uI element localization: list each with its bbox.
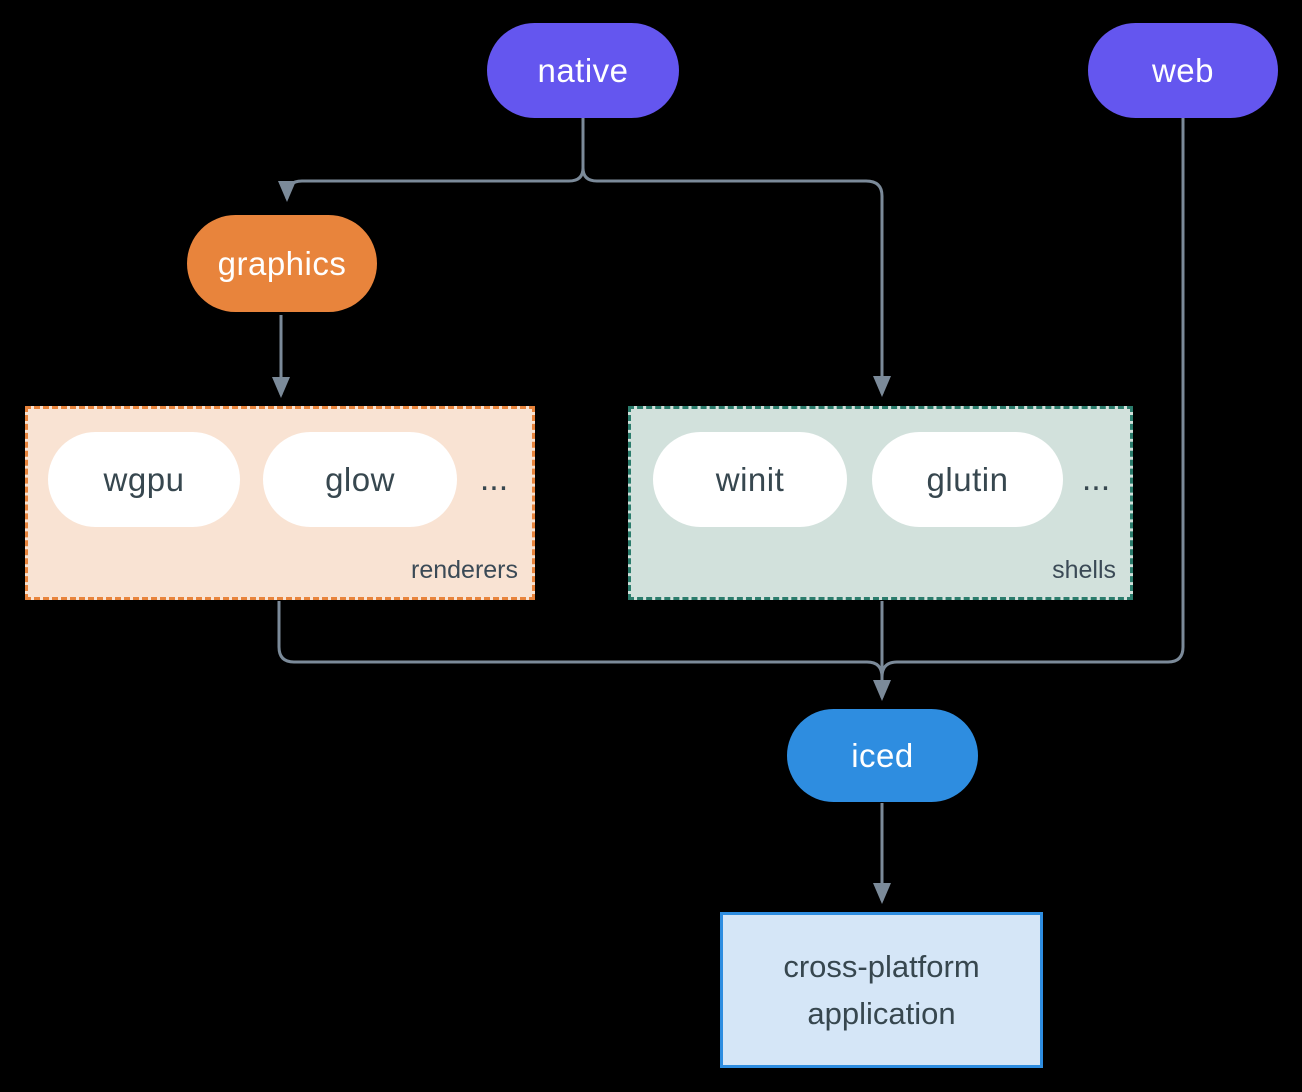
edge-native-to-shells: [581, 118, 891, 397]
shells-ellipsis: ...: [1081, 460, 1111, 498]
node-glutin: glutin: [872, 432, 1063, 527]
cross-platform-application-box: cross-platform application: [720, 912, 1043, 1068]
node-glow: glow: [263, 432, 457, 527]
application-label-line1: cross-platform: [783, 949, 980, 984]
node-wgpu: wgpu: [48, 432, 240, 527]
edge-native-to-graphics: [278, 118, 585, 202]
renderers-group-label: renderers: [411, 556, 518, 584]
node-winit: winit: [653, 432, 847, 527]
node-graphics: graphics: [187, 215, 377, 312]
shells-group-label: shells: [1052, 556, 1116, 584]
renderers-ellipsis: ...: [479, 460, 509, 498]
node-iced: iced: [787, 709, 978, 802]
node-web: web: [1088, 23, 1278, 118]
edge-renderers-to-junction: [277, 601, 884, 682]
application-label-line2: application: [807, 996, 956, 1031]
node-native: native: [487, 23, 679, 118]
